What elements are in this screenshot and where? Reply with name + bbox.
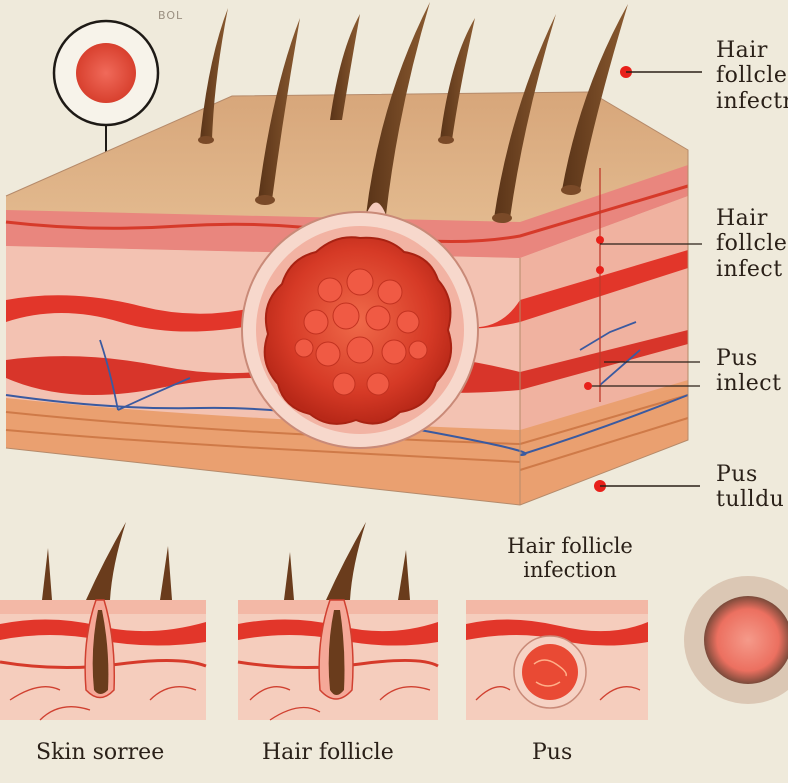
callout-label-pus-2: Pus tulldu (716, 462, 784, 513)
center-caption-line1: Hair follicle (507, 534, 633, 558)
callout-4-line2: tulldu (716, 487, 785, 513)
callout-1-line1: Hair (716, 38, 768, 63)
inset-magnifier (52, 19, 160, 158)
panel-skin (0, 522, 207, 721)
boil-core (263, 236, 452, 425)
callout-3-line2: inlect (716, 371, 782, 397)
panel-caption-hair-follicle: Hair follicle (262, 740, 394, 765)
panel-caption-pus: Pus (532, 740, 573, 765)
red-band-upper (6, 250, 688, 332)
callout-label-pus-1: Pus inlect (716, 346, 781, 397)
callout-label-hair-follicle-1: Hair follcle infectn (716, 38, 788, 114)
callout-dot-2 (596, 236, 604, 244)
callout-lines (584, 66, 702, 492)
callout-1-line3: infectn (716, 88, 788, 114)
callout-2-line3: infect (716, 256, 783, 282)
panel-caption-skin: Skin sorree (36, 740, 165, 765)
center-caption-line2: infection (523, 558, 617, 583)
top-mark: BOL (158, 9, 184, 22)
pus-blob (684, 576, 788, 704)
pus-pocket (522, 644, 578, 700)
boil (241, 202, 479, 449)
callout-2-line1: Hair (716, 206, 768, 231)
callout-dot-3 (584, 382, 592, 390)
panel-hair-follicle (237, 522, 439, 721)
callout-label-hair-follicle-2: Hair follcle infect (716, 206, 787, 282)
panel-pus (466, 600, 648, 720)
hairs (198, 2, 628, 223)
callout-3-line1: Pus (716, 346, 758, 371)
callout-1-line2: follcle (716, 63, 788, 89)
callout-2-line2: follcle (716, 231, 788, 257)
callout-4-line1: Pus (716, 462, 758, 487)
center-caption: Hair follicle infection (478, 534, 662, 582)
